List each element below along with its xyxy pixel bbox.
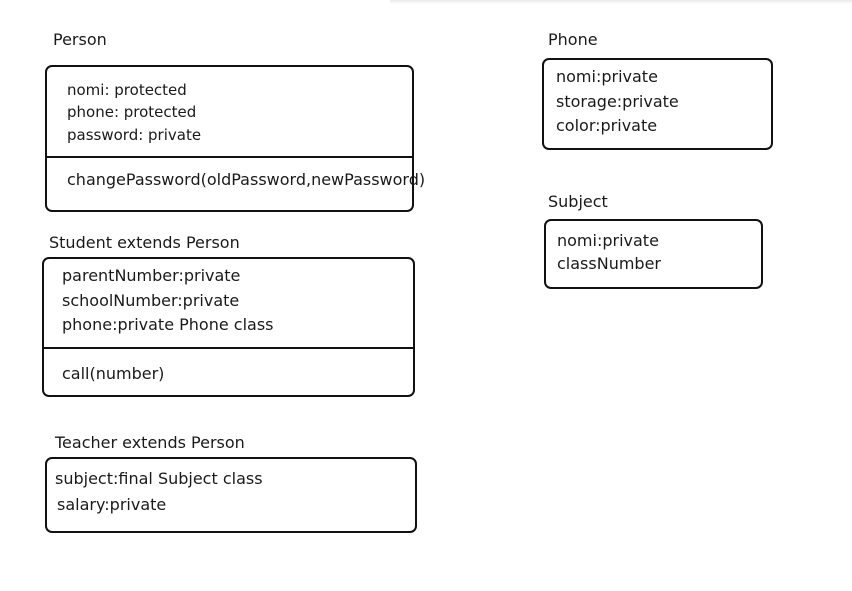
teacher-class-title: Teacher extends Person	[55, 433, 245, 452]
subject-attribute: classNumber	[557, 254, 661, 273]
person-class-box: nomi: protected phone: protected passwor…	[45, 65, 425, 212]
phone-class-box: nomi:private storage:private color:priva…	[542, 58, 773, 150]
person-class-title: Person	[53, 30, 107, 49]
student-class-title: Student extends Person	[49, 233, 240, 252]
top-edge-shadow	[390, 0, 852, 4]
person-section-divider	[47, 156, 412, 158]
student-method: call(number)	[62, 364, 165, 383]
phone-attribute: color:private	[556, 116, 658, 135]
student-section-divider	[44, 347, 413, 349]
phone-class-title: Phone	[548, 30, 598, 49]
phone-attribute: nomi:private	[556, 67, 658, 86]
student-class-box: parentNumber:private schoolNumber:privat…	[42, 257, 415, 397]
teacher-class-box: subject:final Subject class salary:priva…	[45, 457, 417, 533]
person-attribute: password: private	[67, 126, 202, 144]
student-attribute: parentNumber:private	[62, 266, 241, 285]
student-attribute: schoolNumber:private	[62, 291, 240, 310]
teacher-attribute: subject:final Subject class	[55, 469, 263, 488]
person-method: changePassword(oldPassword,newPassword)	[67, 170, 426, 189]
person-attribute: phone: protected	[67, 103, 197, 121]
phone-attribute: storage:private	[556, 92, 679, 111]
subject-class-title: Subject	[548, 192, 608, 211]
subject-class-box: nomi:private classNumber	[544, 219, 763, 289]
person-attribute: nomi: protected	[67, 81, 187, 99]
student-attribute: phone:private Phone class	[62, 315, 274, 334]
subject-attribute: nomi:private	[557, 231, 659, 250]
teacher-attribute: salary:private	[57, 495, 167, 514]
